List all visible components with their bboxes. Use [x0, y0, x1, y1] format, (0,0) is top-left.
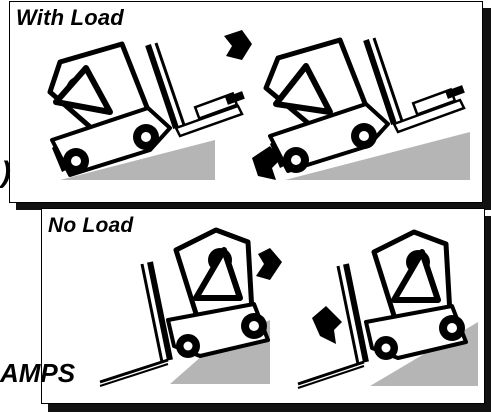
side-label-bottom-fragment: AMPS	[0, 358, 75, 389]
operator-seated-icon	[196, 248, 240, 298]
operator-seated-icon	[56, 68, 110, 112]
travel-forward-arrow-icon	[224, 30, 252, 60]
operator-seated-icon	[276, 66, 330, 112]
forklift-no-load-forward	[100, 230, 270, 386]
forklift-with-load-reverse	[266, 38, 470, 180]
forklift-with-load-forward	[50, 43, 245, 180]
travel-reverse-arrow-icon	[312, 306, 342, 344]
operator-seated-icon	[394, 250, 438, 300]
travel-forward-arrow-icon	[256, 248, 282, 280]
side-label-top-fragment: )	[1, 156, 11, 190]
